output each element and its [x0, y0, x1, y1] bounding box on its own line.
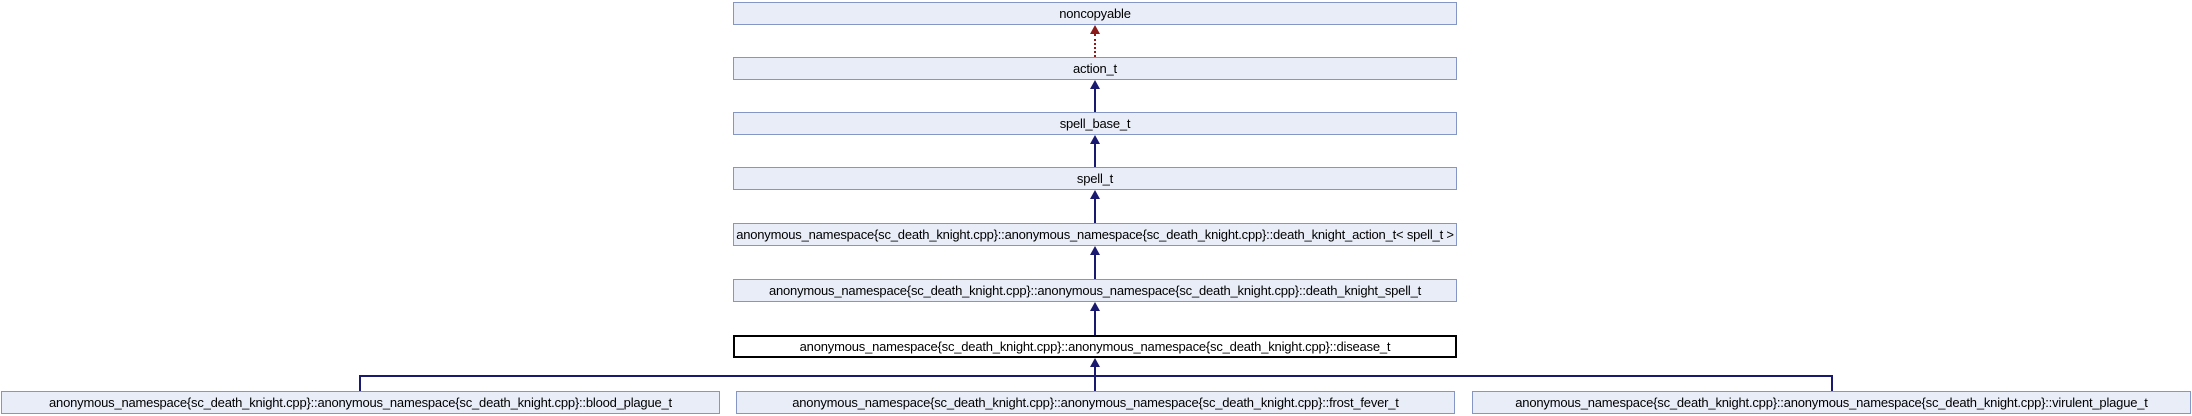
- class-node-noncopyable[interactable]: noncopyable: [733, 2, 1457, 25]
- inheritance-trunk-riser-line: [1094, 367, 1096, 391]
- class-node-death-knight-action-t[interactable]: anonymous_namespace{sc_death_knight.cpp}…: [733, 223, 1457, 246]
- inheritance-line: [1094, 255, 1096, 279]
- inheritance-arrowhead-icon: [1090, 302, 1100, 311]
- inheritance-arrowhead-icon: [1090, 358, 1100, 367]
- class-node-disease-t-current: anonymous_namespace{sc_death_knight.cpp}…: [733, 335, 1457, 358]
- class-node-action-t[interactable]: action_t: [733, 57, 1457, 80]
- class-node-blood-plague-t[interactable]: anonymous_namespace{sc_death_knight.cpp}…: [1, 391, 720, 414]
- inheritance-stub-blood-plague: [359, 375, 361, 391]
- inheritance-line: [1094, 199, 1096, 223]
- class-node-virulent-plague-t[interactable]: anonymous_namespace{sc_death_knight.cpp}…: [1472, 391, 2191, 414]
- inheritance-arrowhead-icon: [1090, 135, 1100, 144]
- class-node-spell-base-t[interactable]: spell_base_t: [733, 112, 1457, 135]
- inheritance-arrowhead-icon: [1090, 246, 1100, 255]
- inheritance-arrowhead-icon: [1090, 80, 1100, 89]
- inheritance-trunk-line: [359, 375, 1833, 377]
- inheritance-stub-virulent-plague: [1831, 375, 1833, 391]
- class-node-death-knight-spell-t[interactable]: anonymous_namespace{sc_death_knight.cpp}…: [733, 279, 1457, 302]
- inheritance-line: [1094, 144, 1096, 167]
- class-node-frost-fever-t[interactable]: anonymous_namespace{sc_death_knight.cpp}…: [736, 391, 1455, 414]
- inheritance-line: [1094, 89, 1096, 112]
- class-node-spell-t[interactable]: spell_t: [733, 167, 1457, 190]
- private-inheritance-line: [1094, 34, 1096, 57]
- inheritance-arrowhead-icon: [1090, 190, 1100, 199]
- private-inheritance-arrowhead-icon: [1090, 25, 1100, 34]
- inheritance-line: [1094, 311, 1096, 335]
